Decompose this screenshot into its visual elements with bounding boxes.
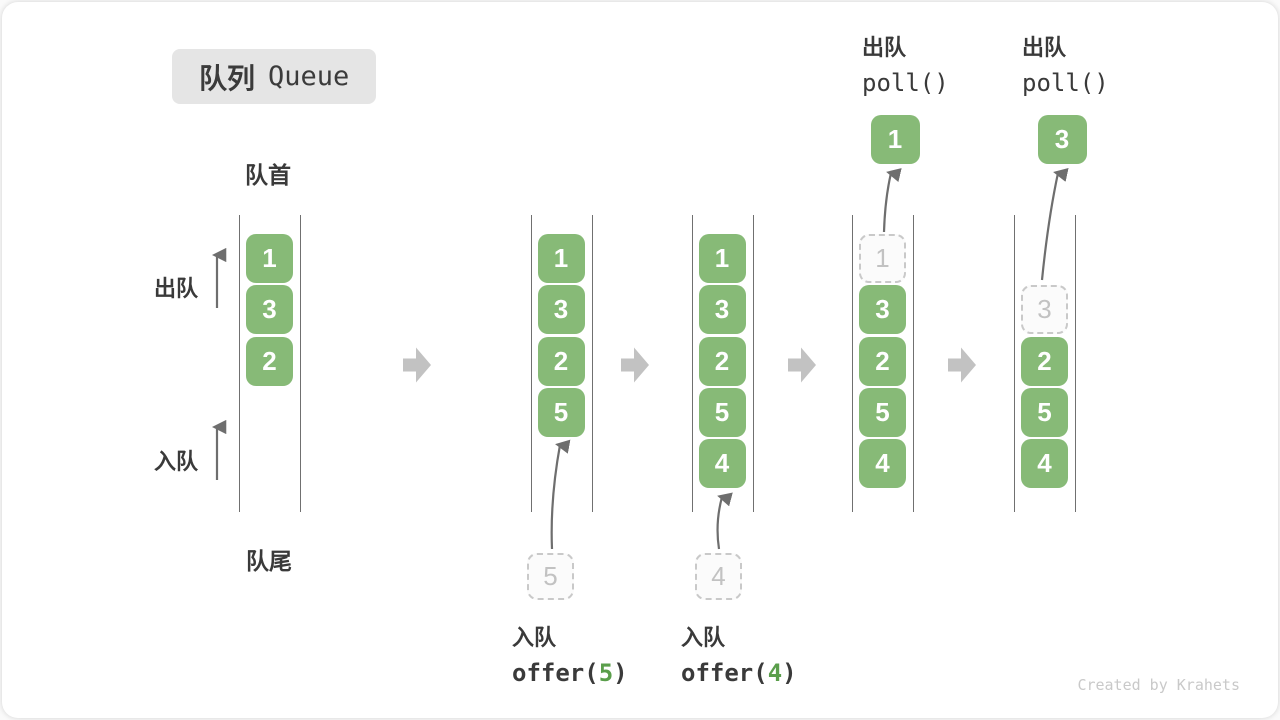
pending-item: 4 xyxy=(695,553,742,600)
queue-item: 2 xyxy=(698,336,746,386)
title-en: Queue xyxy=(268,61,350,92)
queue-item: 3 xyxy=(698,285,746,335)
popped-item: 1 xyxy=(870,115,920,164)
queue-item: 4 xyxy=(698,439,746,489)
queue-item: 5 xyxy=(698,387,746,437)
operation-code: offer(5) xyxy=(512,659,628,687)
queue-item: 4 xyxy=(859,439,906,489)
queue-rear-label: 队尾 xyxy=(246,548,292,574)
enqueue-caption: 入队 offer(5) xyxy=(512,620,628,687)
pending-item: 5 xyxy=(527,553,574,600)
operation-label: 出队 xyxy=(1022,35,1067,60)
queue-item: 2 xyxy=(859,336,906,386)
dequeue-side-label: 出队 xyxy=(154,276,199,301)
queue-item: 1 xyxy=(246,234,293,283)
watermark: Created by Krahets xyxy=(1077,676,1240,694)
operation-code: poll() xyxy=(862,69,949,97)
queue-item-dashed: 3 xyxy=(1021,285,1068,335)
enqueue-caption: 入队 offer(4) xyxy=(681,620,797,687)
operation-code: offer(4) xyxy=(681,659,797,687)
operation-label: 入队 xyxy=(681,625,726,650)
queue-item: 3 xyxy=(246,285,293,335)
queue-item: 3 xyxy=(537,285,585,335)
queue-item: 2 xyxy=(246,336,293,386)
queue-item: 2 xyxy=(1021,336,1068,386)
queue-front-label: 队首 xyxy=(245,162,291,188)
popped-item: 3 xyxy=(1037,115,1087,164)
next-state-arrow-icon xyxy=(788,347,816,383)
enqueue-side-label: 入队 xyxy=(154,449,199,474)
operation-code: poll() xyxy=(1022,69,1109,97)
queue-item: 5 xyxy=(1021,387,1068,437)
title-zh: 队列 xyxy=(199,62,256,94)
queue-item-dashed: 1 xyxy=(859,234,906,283)
dequeue-header: 出队 poll() xyxy=(1022,30,1109,97)
queue-item: 2 xyxy=(537,336,585,386)
queue-item: 5 xyxy=(859,387,906,437)
queue-item: 1 xyxy=(698,234,746,283)
next-state-arrow-icon xyxy=(948,347,976,383)
operation-label: 出队 xyxy=(862,35,907,60)
queue-item: 3 xyxy=(859,285,906,335)
queue-item: 4 xyxy=(1021,439,1068,489)
dequeue-header: 出队 poll() xyxy=(862,30,949,97)
queue-item: 1 xyxy=(537,234,585,283)
next-state-arrow-icon xyxy=(621,347,649,383)
title-badge: 队列 Queue xyxy=(172,49,377,104)
operation-label: 入队 xyxy=(512,625,557,650)
next-state-arrow-icon xyxy=(403,347,431,383)
queue-item: 5 xyxy=(537,387,585,437)
